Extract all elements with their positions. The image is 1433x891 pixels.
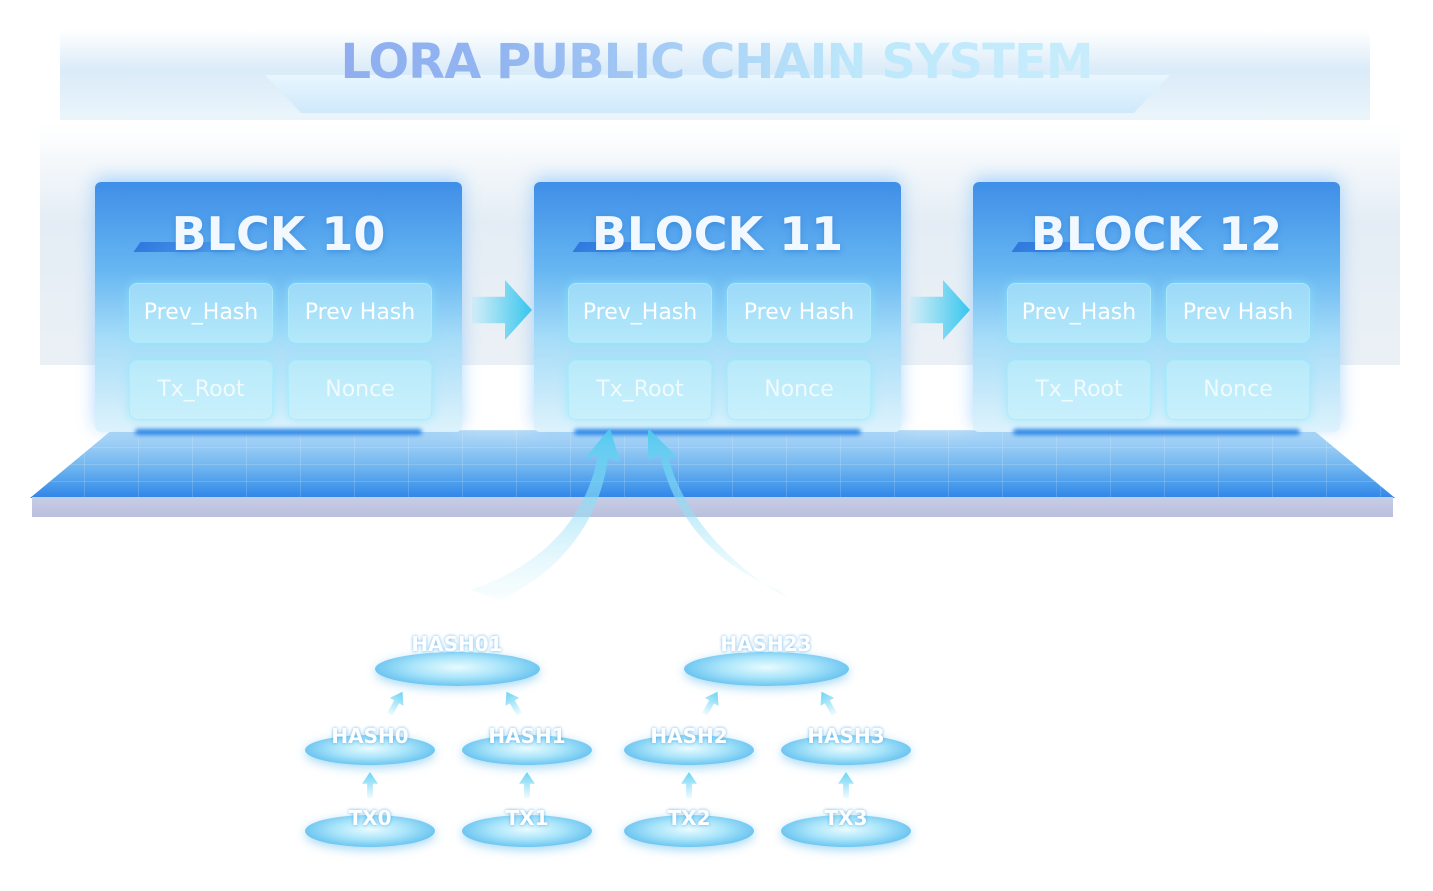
block-11: BLOCK 11 Prev_Hash Prev Hash Tx_Root Non…	[534, 182, 901, 432]
field-prev-hash: Prev_Hash	[568, 283, 712, 343]
hash-label: HASH3	[807, 724, 885, 748]
block-title: BLCK 10	[171, 207, 386, 261]
field-prev-hash: Prev_Hash	[129, 283, 273, 343]
chain-platform-edge	[32, 497, 1393, 517]
hash-disc	[781, 735, 911, 765]
field-prev-hash-2: Prev Hash	[727, 283, 871, 343]
field-prev-hash: Prev_Hash	[1007, 283, 1151, 343]
merkle-root-label: HASH23	[720, 632, 812, 656]
block-title: BLOCK 12	[1030, 207, 1283, 261]
field-nonce: Nonce	[1166, 360, 1310, 420]
chain-platform	[30, 430, 1395, 498]
tx-label: TX1	[505, 806, 549, 830]
tx-label: TX2	[667, 806, 711, 830]
diagram-title: LORA PUBLIC CHAIN SYSTEM	[0, 34, 1433, 90]
field-prev-hash-2: Prev Hash	[288, 283, 432, 343]
hash-disc	[624, 735, 754, 765]
field-tx-root: Tx_Root	[1007, 360, 1151, 420]
field-nonce: Nonce	[727, 360, 871, 420]
tx-label: TX3	[824, 806, 868, 830]
tx-label: TX0	[348, 806, 392, 830]
tx-disc	[462, 815, 592, 847]
tx-disc	[305, 815, 435, 847]
merkle-root-disc	[684, 652, 849, 686]
tx-disc	[624, 815, 754, 847]
hash-label: HASH2	[650, 724, 728, 748]
hash-disc	[462, 735, 592, 765]
block-10: BLCK 10 Prev_Hash Prev Hash Tx_Root Nonc…	[95, 182, 462, 432]
block-title: BLOCK 11	[591, 207, 844, 261]
field-tx-root: Tx_Root	[568, 360, 712, 420]
field-prev-hash-2: Prev Hash	[1166, 283, 1310, 343]
curved-arrow-left-icon	[470, 428, 620, 600]
hash-label: HASH0	[331, 724, 409, 748]
merkle-root-disc	[375, 652, 540, 686]
tx-disc	[781, 815, 911, 847]
hash-label: HASH1	[488, 724, 566, 748]
curved-arrow-right-icon	[648, 428, 790, 600]
field-tx-root: Tx_Root	[129, 360, 273, 420]
block-12: BLOCK 12 Prev_Hash Prev Hash Tx_Root Non…	[973, 182, 1340, 432]
title-plate	[265, 75, 1170, 113]
merkle-root-label: HASH01	[411, 632, 503, 656]
field-nonce: Nonce	[288, 360, 432, 420]
hash-disc	[305, 735, 435, 765]
